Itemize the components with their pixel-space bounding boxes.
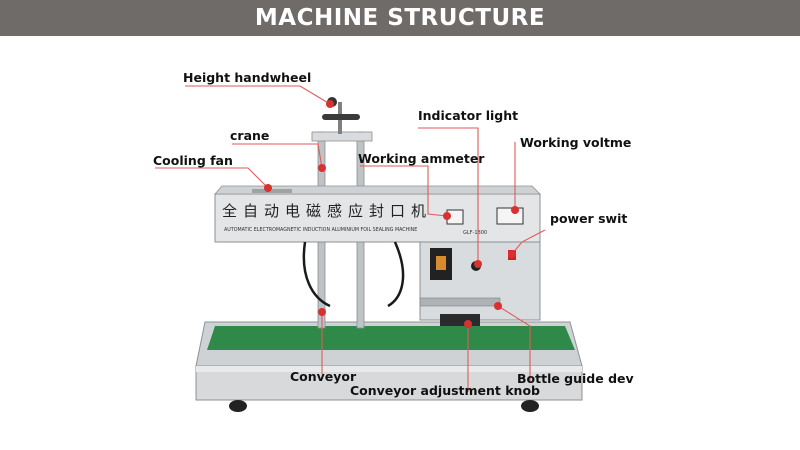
label-conveyor: Conveyor <box>290 369 357 384</box>
model-text: GLF-1800 <box>463 230 487 236</box>
conveyor-base <box>195 321 583 412</box>
marker-voltmeter <box>511 206 519 214</box>
marker-handwheel <box>326 100 334 108</box>
marker-cooling-fan <box>264 184 272 192</box>
label-indicator-light: Indicator light <box>418 108 519 123</box>
adjustment-clamp <box>440 314 480 326</box>
label-height-handwheel: Height handwheel <box>183 70 312 85</box>
marker-bottle-guide <box>494 302 502 310</box>
conveyor-belt <box>207 326 575 350</box>
marker-power-switch <box>508 250 516 258</box>
label-conveyor-adjustment-knob: Conveyor adjustment knob <box>350 383 540 398</box>
bottle-guide <box>419 297 501 307</box>
label-power-switch: power swit <box>550 211 628 226</box>
voltmeter <box>496 207 524 225</box>
label-bottle-guide: Bottle guide dev <box>517 371 634 386</box>
marker-crane <box>318 164 326 172</box>
marker-conveyor <box>318 308 326 316</box>
machine-diagram: 全自动电磁感应封口机 AUTOMATIC ELECTROMAGNETIC IND… <box>0 36 800 450</box>
label-crane: crane <box>230 128 270 143</box>
page-title: MACHINE STRUCTURE <box>254 5 546 31</box>
label-working-voltmeter: Working voltme <box>520 135 632 150</box>
callout-markers <box>264 100 519 328</box>
foot-right <box>521 400 539 412</box>
label-working-ammeter: Working ammeter <box>358 151 485 166</box>
panel-english-text: AUTOMATIC ELECTROMAGNETIC INDUCTION ALUM… <box>224 227 417 233</box>
leader-lines <box>155 85 546 392</box>
marker-indicator <box>474 260 482 268</box>
label-cooling-fan: Cooling fan <box>153 153 233 168</box>
cables <box>302 241 405 308</box>
control-box <box>419 241 541 321</box>
sealing-head: 全自动电磁感应封口机 AUTOMATIC ELECTROMAGNETIC IND… <box>214 185 541 243</box>
marker-ammeter <box>443 212 451 220</box>
header-bar: MACHINE STRUCTURE <box>0 0 800 36</box>
panel-chinese-text: 全自动电磁感应封口机 <box>222 202 432 220</box>
foot-left <box>229 400 247 412</box>
marker-adjust-knob <box>464 320 472 328</box>
machine-illustration: 全自动电磁感应封口机 AUTOMATIC ELECTROMAGNETIC IND… <box>155 85 583 412</box>
